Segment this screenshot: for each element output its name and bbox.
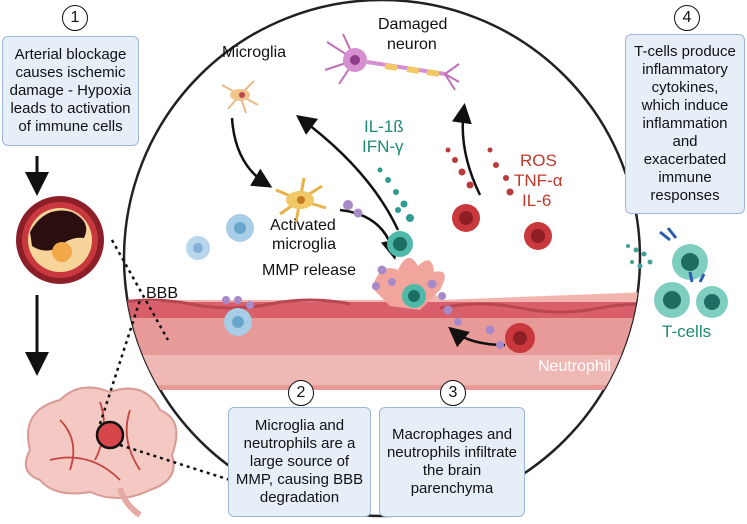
- microglia-icon: [221, 80, 259, 114]
- tcells-label: T-cells: [662, 322, 712, 341]
- damaged-neuron-icon: [324, 33, 460, 91]
- macrophage-1: [226, 214, 254, 242]
- connector-artery-circle: [110, 239, 170, 341]
- vessel-rupture: [372, 257, 445, 310]
- macrophage-3: [224, 308, 252, 336]
- mmp-release-label: MMP release: [262, 262, 356, 279]
- step-3-number: 3: [440, 380, 466, 406]
- step-2-box: Microglia and neutrophils are a large so…: [228, 407, 371, 517]
- blood-vessel: [124, 257, 640, 390]
- tcell-1: [672, 244, 708, 280]
- teal-cytokine-dots: [377, 167, 414, 222]
- macrophage-2: [186, 236, 210, 260]
- connector-brain-circle-1: [98, 299, 142, 425]
- neutrophil-cell-3: [505, 323, 535, 353]
- activation-arrow: [230, 117, 273, 188]
- red-cytokine-dots: [445, 147, 514, 196]
- tcell-2: [654, 282, 690, 318]
- il1b-label: IL-1ß: [364, 117, 404, 136]
- mmp-dots: [222, 200, 504, 349]
- cytokine-arrow-to-microglia: [295, 115, 400, 231]
- step-4-box: T-cells produce inflammatory cytokines, …: [625, 34, 745, 214]
- step-1-box: Arterial blockage causes ischemic damage…: [2, 36, 139, 146]
- step-3-box: Macrophages and neutrophils infiltrate t…: [379, 407, 525, 517]
- microglia-label: Microglia: [222, 44, 287, 61]
- ros-arrow-to-neuron: [451, 103, 482, 196]
- tcell-in-vessel-2: [402, 284, 426, 308]
- activated-microglia-label-2: microglia: [272, 236, 337, 253]
- damaged-neuron-label-1: Damaged: [378, 16, 448, 33]
- tcell-in-vessel-1: [387, 231, 413, 257]
- tcell-3: [696, 286, 728, 318]
- step-1-number: 1: [62, 5, 88, 31]
- step-4-number: 4: [674, 5, 700, 31]
- activated-microglia-icon: [275, 177, 327, 223]
- neutrophil-cell-2: [524, 222, 552, 250]
- ros-label: ROS: [520, 151, 557, 170]
- bbb-label: BBB: [146, 285, 179, 302]
- tcell-cytokine-dots: [626, 244, 653, 269]
- connector-brain-circle-2: [119, 443, 231, 482]
- damaged-neuron-label-2: neuron: [387, 36, 437, 53]
- ifng-label: IFN-γ: [362, 137, 404, 156]
- artery-blockage-icon: [16, 196, 104, 284]
- neutrophil-label: Neutrophil: [538, 358, 611, 375]
- step-2-number: 2: [288, 380, 314, 406]
- brain-icon: [24, 386, 178, 518]
- tcell-cluster: [654, 227, 728, 318]
- tnfa-label: TNF-α: [514, 171, 563, 190]
- il6-label: IL-6: [522, 191, 552, 210]
- neutrophil-cell-1: [452, 204, 480, 232]
- activated-microglia-label-1: Activated: [270, 217, 336, 234]
